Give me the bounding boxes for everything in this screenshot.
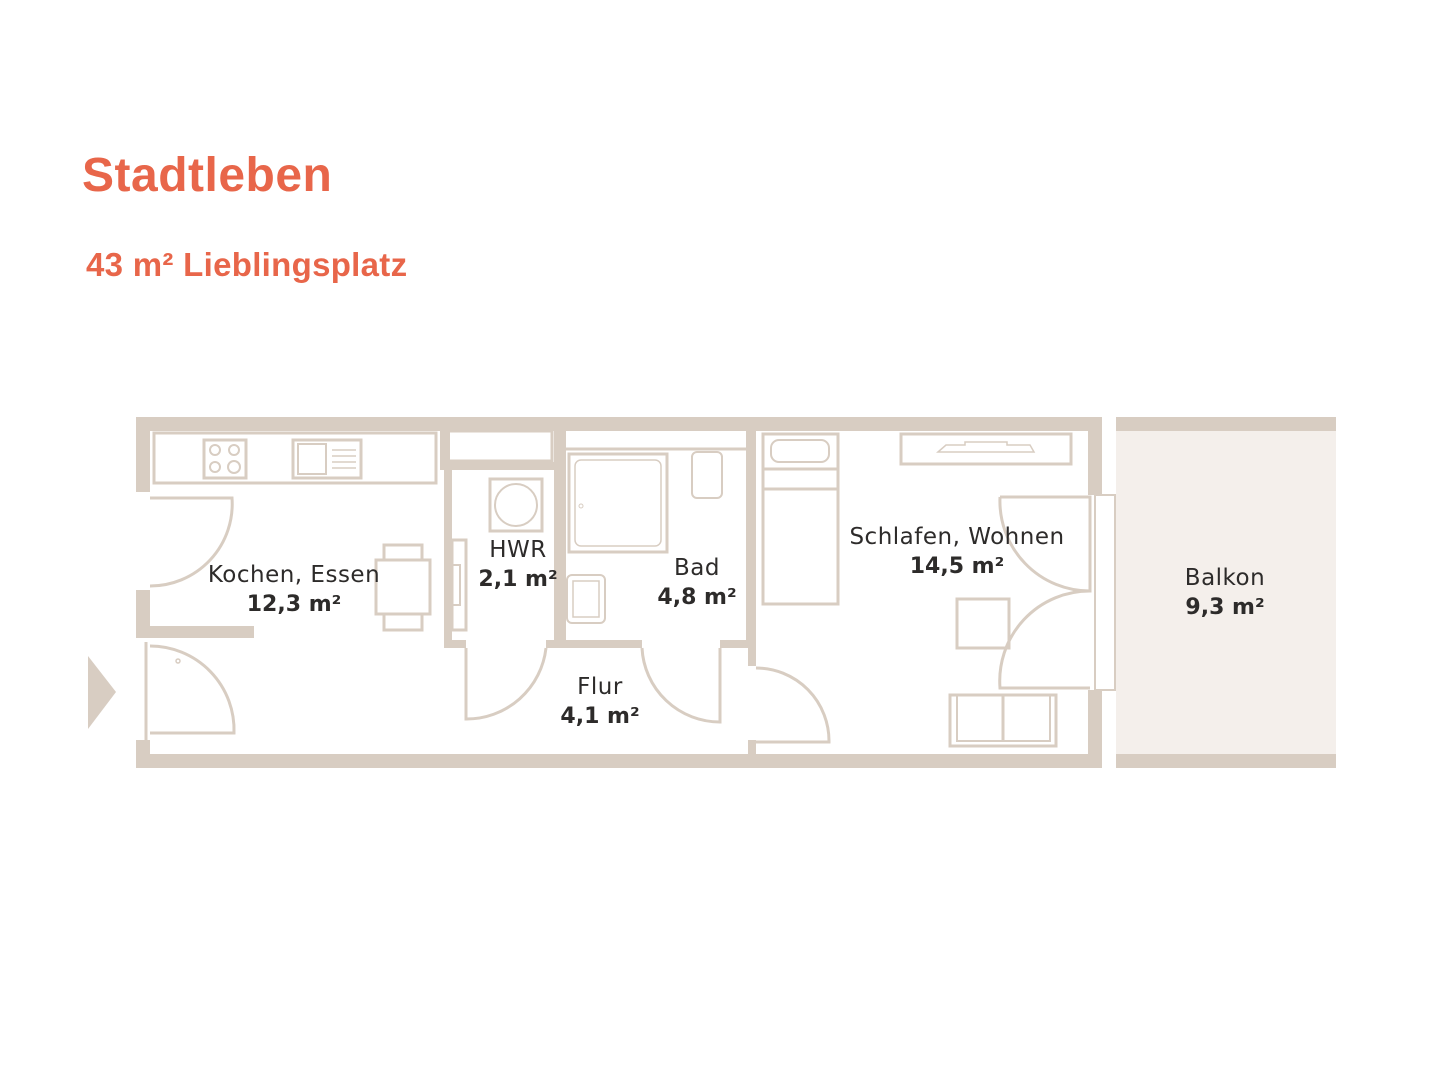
room-area: 2,1 m² [478, 567, 558, 592]
entrance-arrow-icon [88, 656, 116, 729]
entrance-door-swing [149, 644, 236, 735]
room-area: 4,1 m² [560, 704, 640, 729]
bed-icon [761, 432, 840, 606]
kitchen-door-swing [149, 496, 234, 588]
room-label-bad: Bad 4,8 m² [657, 553, 736, 613]
kitchen-sink-icon [291, 438, 363, 480]
room-name: Balkon [1184, 565, 1266, 591]
room-area: 14,5 m² [909, 554, 1005, 579]
room-area: 12,3 m² [246, 592, 342, 617]
washbasin-icon [566, 574, 606, 624]
side-table-icon [955, 597, 1011, 650]
tv-sideboard-icon [899, 432, 1073, 466]
dining-table-icon [374, 558, 432, 616]
kitchen-counter [152, 431, 438, 485]
room-name: Schlafen, Wohnen [849, 524, 1065, 550]
shower-icon [567, 452, 669, 554]
room-area: 4,8 m² [657, 585, 737, 610]
hwr-door-swing [464, 647, 548, 721]
page-title: Stadtleben [82, 149, 333, 202]
washing-machine-icon [488, 477, 544, 533]
room-label-flur: Flur 4,1 m² [560, 672, 639, 732]
room-label-balkon: Balkon 9,3 m² [1185, 563, 1265, 623]
room-label-schlafen: Schlafen, Wohnen 14,5 m² [849, 522, 1064, 582]
toilet-icon [691, 451, 723, 499]
balcony-floor [1116, 418, 1336, 768]
room-name: HWR [489, 537, 547, 563]
room-label-kitchen: Kochen, Essen 12,3 m² [208, 560, 380, 620]
room-area: 9,3 m² [1185, 595, 1265, 620]
room-label-hwr: HWR 2,1 m² [478, 535, 557, 595]
apartment-subtitle: 43 m² Lieblingsplatz [86, 246, 408, 283]
cooktop-icon [202, 438, 248, 480]
room-name: Flur [577, 674, 623, 700]
bedroom-door-swing [755, 666, 831, 744]
room-name: Bad [674, 555, 720, 581]
balcony-door-swing-lower [998, 589, 1091, 690]
room-name: Kochen, Essen [207, 562, 381, 588]
bad-door-swing [640, 647, 722, 724]
